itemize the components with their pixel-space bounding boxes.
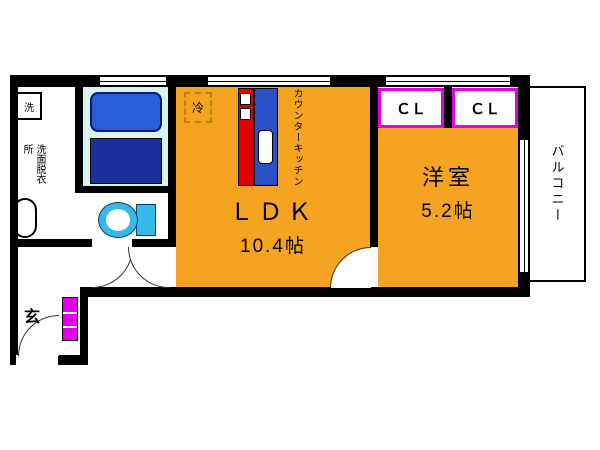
- closet-2: ＣＬ: [452, 88, 518, 128]
- closet-1: ＣＬ: [378, 88, 444, 128]
- wall: [80, 287, 530, 297]
- door-opening: [168, 247, 176, 287]
- door-opening: [92, 239, 132, 247]
- bathtub: [90, 92, 162, 132]
- toilet-bowl-inner: [106, 209, 130, 231]
- closet-1-label: ＣＬ: [395, 100, 426, 118]
- western-room-size-label: 5.2帖: [421, 201, 475, 222]
- wall: [444, 85, 452, 128]
- wall: [168, 75, 176, 287]
- washer-label: 洗: [24, 102, 34, 114]
- ldk-door-swing: [128, 247, 169, 288]
- stove-burner: [240, 108, 251, 120]
- fridge-label: 冷: [191, 101, 204, 115]
- toilet-tank: [136, 204, 156, 236]
- entrance-label: 玄: [24, 309, 41, 326]
- washing-machine: 洗: [16, 92, 42, 120]
- stove-burner: [240, 93, 251, 105]
- door-opening: [16, 355, 58, 365]
- door-opening: [370, 247, 378, 287]
- window: [208, 77, 330, 85]
- closet-2-label: ＣＬ: [469, 100, 500, 118]
- washroom-label: 洗面脱衣所: [21, 144, 45, 184]
- kitchen-sink: [258, 130, 273, 164]
- western-room-label: 洋室: [421, 165, 474, 190]
- window: [100, 77, 166, 85]
- balcony-window: [520, 140, 528, 272]
- ldk-label: ＬＤＫ: [229, 199, 317, 226]
- balcony-label: バルコニー: [549, 144, 565, 224]
- western-room: [378, 128, 518, 287]
- western-room-label-group: 洋室 5.2帖: [378, 160, 518, 223]
- window: [386, 77, 510, 85]
- counter-kitchen-label: カウンターキッチン: [291, 88, 302, 187]
- wall: [10, 75, 18, 365]
- bath-floor: [90, 138, 162, 184]
- wall: [80, 287, 88, 365]
- ldk-label-group: ＬＤＫ 10.4帖: [176, 192, 370, 258]
- toilet-door-swing: [92, 247, 133, 288]
- wall: [75, 186, 176, 193]
- ldk-size-label: 10.4帖: [240, 236, 306, 257]
- balcony: バルコニー: [528, 86, 586, 282]
- refrigerator: 冷: [184, 92, 212, 123]
- shoe-cabinet: [62, 297, 78, 341]
- wall: [75, 80, 83, 192]
- wall: [370, 85, 378, 287]
